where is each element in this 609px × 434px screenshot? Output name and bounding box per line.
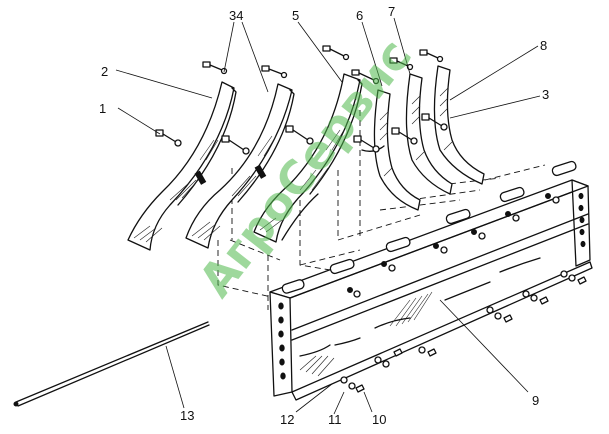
fasteners (155, 45, 587, 393)
callout-2: 2 (101, 64, 108, 79)
callout-11: 11 (328, 412, 342, 427)
plough-body-4 (185, 83, 295, 249)
callout-5: 5 (292, 8, 299, 23)
blade-frame (269, 160, 593, 401)
callout-13: 13 (180, 408, 194, 423)
callout-6: 6 (356, 8, 363, 23)
hinge-tubes (281, 160, 577, 294)
callout-9: 9 (532, 393, 539, 408)
callout-3: 3 (542, 87, 549, 102)
plough-body-2 (127, 81, 237, 251)
callout-10: 10 (372, 412, 386, 427)
callout-7: 7 (388, 4, 395, 19)
callout-8: 8 (540, 38, 547, 53)
tine-8 (433, 65, 485, 185)
frame-shading (299, 291, 433, 377)
callouts: 1 2 34 5 6 7 8 3 9 10 11 12 13 (99, 4, 549, 427)
callout-34: 34 (229, 8, 243, 23)
projection-lines (217, 110, 546, 310)
tine-7 (405, 73, 453, 195)
plough-body-5 (253, 73, 363, 243)
rod-13 (13, 321, 210, 407)
leader-lines (115, 17, 541, 415)
callout-12: 12 (280, 412, 294, 427)
callout-1: 1 (99, 101, 106, 116)
